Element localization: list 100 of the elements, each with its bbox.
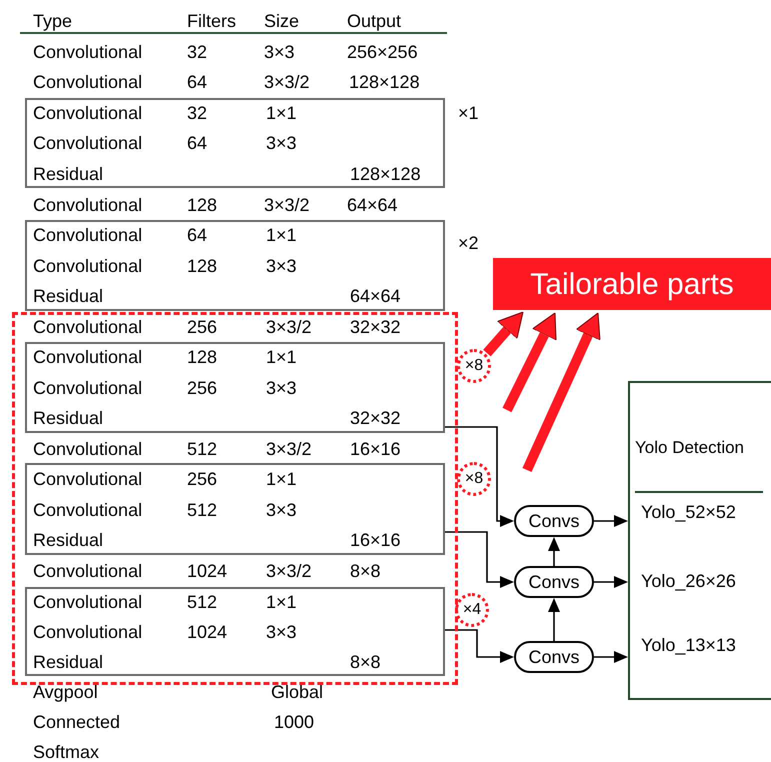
kernel-size-value: 1×1 — [266, 468, 297, 490]
output-size-value: 32×32 — [350, 316, 401, 338]
layer-type-text: Avgpool — [33, 681, 98, 703]
kernel-size-value: 3×3/2 — [264, 71, 310, 93]
filters-value: 32 — [187, 41, 208, 63]
layer-type-text: Convolutional — [33, 560, 142, 582]
filters-value: 512 — [187, 438, 218, 460]
layer-type-text: Residual — [33, 285, 104, 307]
layer-type-text: Convolutional — [33, 591, 142, 613]
column-header: Type — [33, 10, 72, 32]
arrow — [548, 598, 560, 641]
layer-type-text: Convolutional — [33, 102, 142, 124]
output-size-value: 128×128 — [350, 163, 421, 185]
output-size-value: 64×64 — [347, 194, 398, 216]
kernel-size-value: 3×3 — [266, 255, 297, 277]
residual-block-box — [25, 342, 445, 433]
filters-value: 64 — [187, 71, 208, 93]
output-size-value: 128×128 — [349, 71, 420, 93]
kernel-size-value: 3×3/2 — [266, 438, 312, 460]
filters-value: 128 — [187, 255, 218, 277]
filters-value: 256 — [187, 316, 218, 338]
kernel-size-value: 3×3/2 — [264, 194, 310, 216]
filters-value: 512 — [187, 591, 218, 613]
filters-value: 128 — [187, 194, 218, 216]
output-size-value: 64×64 — [350, 285, 401, 307]
panel-heading: Yolo Detection — [635, 437, 744, 459]
layer-type-text: Connected — [33, 711, 120, 733]
output-size-value: 8×8 — [350, 651, 381, 673]
arrow — [445, 531, 514, 588]
kernel-size-value: 3×3 — [266, 377, 297, 399]
arrow — [483, 312, 524, 356]
filters-value: 256 — [187, 377, 218, 399]
filters-value: 1024 — [187, 621, 228, 643]
filters-value: 64 — [187, 224, 208, 246]
layer-type-text: Convolutional — [33, 194, 142, 216]
filters-value: 1000 — [274, 711, 314, 733]
column-header: Filters — [187, 10, 236, 32]
layer-type-text: Convolutional — [33, 224, 142, 246]
layer-type-text: Convolutional — [33, 377, 142, 399]
layer-type-text: Residual — [33, 529, 104, 551]
residual-block-box — [25, 220, 445, 311]
arrow — [548, 537, 560, 566]
layer-type-text: Convolutional — [33, 438, 142, 460]
output-size-value: 32×32 — [350, 407, 401, 429]
output-size-value: 16×16 — [350, 529, 401, 551]
convs-box: Convs — [514, 566, 594, 598]
convs-box: Convs — [514, 641, 594, 673]
column-header: Output — [347, 10, 402, 32]
output-size-value: 8×8 — [350, 560, 381, 582]
filters-value: 512 — [187, 499, 218, 521]
repeat-count: ×1 — [458, 102, 479, 124]
layer-type-text: Convolutional — [33, 316, 142, 338]
kernel-size-value: 3×3 — [266, 499, 297, 521]
arrow — [502, 312, 556, 412]
output-size-value: 16×16 — [350, 438, 401, 460]
layer-type-text: Convolutional — [33, 255, 142, 277]
output-scale-text: Yolo_52×52 — [641, 501, 736, 523]
arrow — [522, 312, 600, 472]
layer-type-text: Residual — [33, 163, 104, 185]
layer-type-text: Convolutional — [33, 71, 142, 93]
residual-block-box — [25, 463, 445, 555]
layer-type-text: Convolutional — [33, 132, 142, 154]
output-scale-text: Yolo_26×26 — [641, 570, 736, 592]
kernel-size-value: 3×3/2 — [266, 316, 312, 338]
repeat-count: ×2 — [458, 232, 479, 254]
filters-value: 1024 — [187, 560, 228, 582]
column-header: Size — [264, 10, 300, 32]
layer-type-text: Convolutional — [33, 346, 142, 368]
tailorable-parts-banner: Tailorable parts — [493, 258, 771, 310]
output-size-value: 256×256 — [347, 41, 418, 63]
layer-type-text: Softmax — [33, 741, 100, 762]
kernel-size-value: 1×1 — [266, 102, 297, 124]
kernel-size-value: Global — [271, 681, 324, 703]
filters-value: 256 — [187, 468, 218, 490]
arrow — [445, 629, 514, 663]
tailorable-region-outline — [12, 312, 458, 685]
filters-value: 32 — [187, 102, 208, 124]
kernel-size-value: 3×3 — [266, 132, 297, 154]
kernel-size-value: 1×1 — [266, 591, 297, 613]
output-scale-text: Yolo_13×13 — [641, 634, 736, 656]
kernel-size-value: 1×1 — [266, 346, 297, 368]
arrow — [594, 651, 628, 663]
arrow — [594, 515, 628, 527]
arrow — [594, 576, 628, 588]
layer-type-text: Convolutional — [33, 621, 142, 643]
layer-type-text: Residual — [33, 651, 104, 673]
residual-block-box — [25, 587, 445, 676]
filters-value: 64 — [187, 132, 208, 154]
residual-block-box — [25, 98, 445, 188]
kernel-size-value: 3×3 — [264, 41, 295, 63]
arrow — [445, 426, 514, 527]
yolo-detection-panel — [628, 381, 771, 700]
filters-value: 128 — [187, 346, 218, 368]
kernel-size-value: 1×1 — [266, 224, 297, 246]
layer-type-text: Convolutional — [33, 468, 142, 490]
layer-type-text: Residual — [33, 407, 104, 429]
kernel-size-value: 3×3/2 — [266, 560, 312, 582]
layer-type-text: Convolutional — [33, 499, 142, 521]
layer-type-text: Convolutional — [33, 41, 142, 63]
convs-box: Convs — [514, 505, 594, 537]
